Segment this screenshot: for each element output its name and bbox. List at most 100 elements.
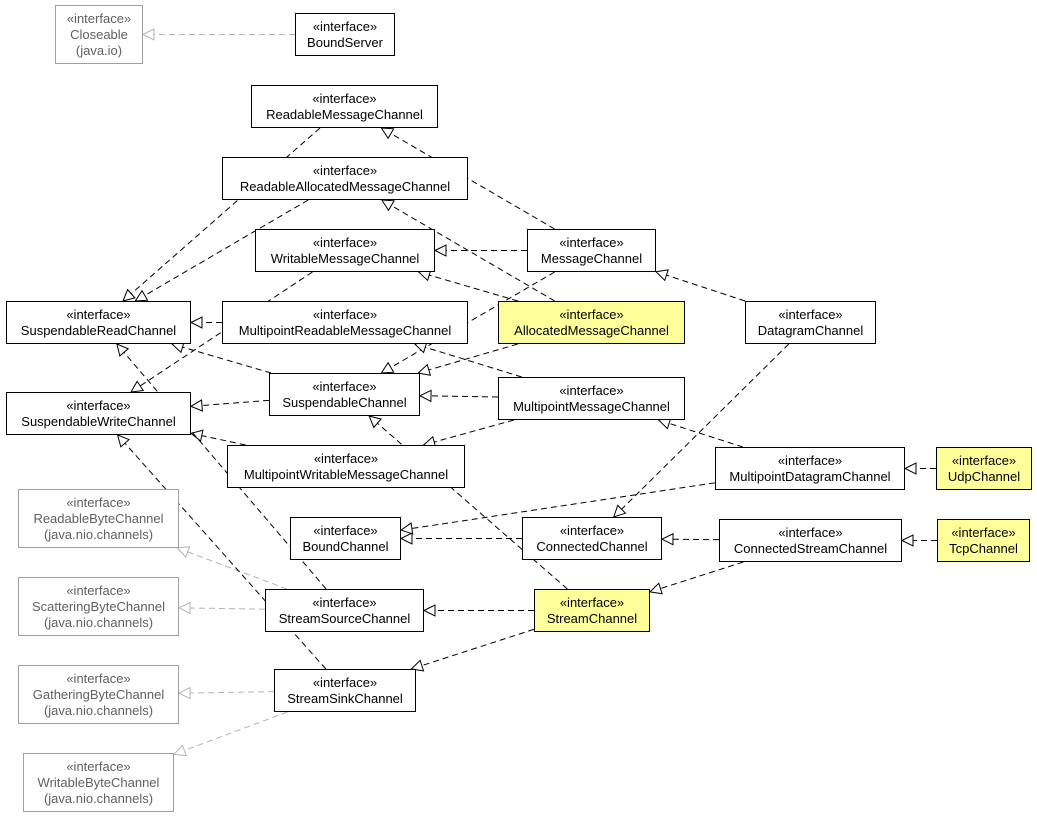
node-name: StreamSourceChannel (278, 610, 411, 626)
node-stereotype: «interface» (778, 524, 843, 540)
node-name: ReadableAllocatedMessageChannel (239, 178, 451, 194)
realization-edge-readableallocatedmessagechannel-to-suspendablereadchannel (134, 199, 309, 302)
edge-arrowhead (422, 604, 436, 617)
node-name: MultipointReadableMessageChannel (238, 322, 452, 338)
interface-node-boundchannel[interactable]: «interface»BoundChannel (290, 517, 401, 560)
node-name: BoundChannel (302, 538, 389, 554)
node-name: DatagramChannel (757, 322, 864, 338)
edge-line (390, 133, 555, 230)
interface-node-streamchannel[interactable]: «interface»StreamChannel (534, 589, 650, 632)
interface-node-allocatedmessagechannel[interactable]: «interface»AllocatedMessageChannel (498, 301, 685, 344)
realization-edge-tcpchannel-to-connectedstreamchannel (900, 534, 937, 547)
edge-line (391, 205, 555, 302)
node-stereotype: «interface» (312, 234, 378, 250)
realization-edge-streamsinkchannel-to-writablebytechannel (172, 711, 288, 757)
edge-line (182, 346, 272, 374)
interface-node-writablemessagechannel[interactable]: «interface»WritableMessageChannel (255, 229, 435, 272)
node-name: StreamChannel (546, 610, 638, 626)
realization-edge-suspendablechannel-to-suspendablewritechannel (189, 399, 270, 412)
edge-arrowhead (380, 361, 395, 374)
node-name: BoundServer (307, 34, 383, 50)
edge-line (621, 343, 790, 510)
node-name: UdpChannel (947, 468, 1021, 484)
interface-node-readablemessagechannel[interactable]: «interface»ReadableMessageChannel (251, 85, 438, 128)
edge-arrowhead (189, 429, 204, 442)
node-stereotype: «interface» (951, 524, 1016, 540)
interface-node-udpchannel[interactable]: «interface»UdpChannel (936, 447, 1032, 490)
edge-arrowhead (654, 269, 669, 282)
realization-edge-multipointmessagechannel-to-suspendablechannel (418, 389, 499, 403)
node-stereotype: «interface» (66, 494, 131, 510)
edge-arrowhead (648, 582, 663, 595)
interface-node-suspendablewritechannel[interactable]: «interface»SuspendableWriteChannel (6, 392, 191, 435)
edge-line (411, 482, 716, 529)
interface-node-suspendablechannel[interactable]: «interface»SuspendableChannel (269, 373, 420, 416)
realization-edge-multipointreadablemessagechannel-to-suspendablereadchannel (189, 316, 222, 329)
edge-arrowhead (189, 316, 203, 329)
edge-arrowhead (116, 343, 130, 357)
realization-edge-connectedchannel-to-boundchannel (399, 532, 522, 545)
edge-arrowhead (399, 522, 414, 535)
interface-node-suspendablereadchannel[interactable]: «interface»SuspendableReadChannel (6, 301, 191, 344)
node-stereotype: «interface» (777, 452, 843, 468)
node-stereotype: «interface» (312, 162, 378, 178)
node-stereotype: «interface» (559, 594, 625, 610)
interface-node-multipointwritablemessagechannel[interactable]: «interface»MultipointWritableMessageChan… (227, 445, 465, 488)
edge-line (425, 346, 522, 378)
edge-arrowhead (399, 532, 413, 545)
edge-line (144, 199, 309, 296)
edge-arrowhead (116, 434, 130, 448)
realization-edge-streamchannel-to-streamsourcechannel (422, 604, 534, 617)
edge-line (189, 607, 266, 610)
interface-node-messagechannel[interactable]: «interface»MessageChannel (527, 229, 656, 272)
edge-arrowhead (130, 380, 145, 393)
node-name: MultipointDatagramChannel (729, 468, 891, 484)
edge-line (428, 343, 518, 371)
node-name: Closeable (70, 26, 128, 42)
interface-node-closeable[interactable]: «interface»Closeable(java.io) (55, 5, 143, 64)
realization-edge-datagramchannel-to-connectedchannel (612, 343, 790, 518)
node-stereotype: «interface» (66, 670, 131, 686)
node-name: TcpChannel (949, 540, 1018, 556)
interface-node-boundserver[interactable]: «interface»BoundServer (295, 13, 395, 56)
interface-node-datagramchannel[interactable]: «interface»DatagramChannel (745, 301, 876, 344)
edge-arrowhead (172, 744, 187, 757)
interface-node-multipointreadablemessagechannel[interactable]: «interface»MultipointReadableMessageChan… (222, 301, 468, 344)
edge-arrowhead (177, 686, 191, 700)
edge-line (390, 271, 555, 368)
edge-arrowhead (134, 289, 149, 302)
node-stereotype: «interface» (559, 306, 624, 322)
interface-node-streamsinkchannel[interactable]: «interface»StreamSinkChannel (274, 669, 416, 712)
edge-line (187, 551, 288, 590)
edge-arrowhead (380, 199, 395, 212)
node-name: GatheringByteChannel (32, 686, 165, 702)
interface-node-gatheringbytechannel[interactable]: «interface»GatheringByteChannel(java.nio… (18, 665, 179, 724)
realization-edge-allocatedmessagechannel-to-suspendablechannel (417, 343, 518, 376)
edge-line (189, 691, 275, 694)
node-name: MultipointMessageChannel (513, 398, 670, 414)
interface-node-tcpchannel[interactable]: «interface»TcpChannel (937, 519, 1030, 562)
interface-node-streamsourcechannel[interactable]: «interface»StreamSourceChannel (265, 589, 424, 632)
edge-arrowhead (141, 28, 155, 41)
edge-arrowhead (433, 244, 447, 257)
interface-node-writablebytechannel[interactable]: «interface»WritableByteChannel(java.nio.… (23, 753, 174, 812)
node-name: MultipointWritableMessageChannel (243, 466, 449, 482)
realization-edge-multipointwritablemessagechannel-to-suspendablewritechannel (189, 429, 246, 446)
edge-arrowhead (189, 399, 203, 412)
node-package: (java.nio.channels) (43, 526, 154, 542)
interface-node-readableallocatedmessagechannel[interactable]: «interface»ReadableAllocatedMessageChann… (222, 157, 468, 200)
interface-node-connectedchannel[interactable]: «interface»ConnectedChannel (522, 517, 662, 560)
interface-node-connectedstreamchannel[interactable]: «interface»ConnectedStreamChannel (719, 519, 902, 562)
node-stereotype: «interface» (66, 758, 131, 774)
node-stereotype: «interface» (559, 234, 624, 250)
interface-node-multipointdatagramchannel[interactable]: «interface»MultipointDatagramChannel (715, 447, 905, 490)
node-name: ReadableMessageChannel (266, 106, 423, 122)
realization-edge-streamsinkchannel-to-gatheringbytechannel (177, 686, 275, 700)
interface-node-scatteringbytechannel[interactable]: «interface»ScatteringByteChannel(java.ni… (18, 577, 179, 636)
edge-arrowhead (410, 659, 425, 672)
realization-edge-messagechannel-to-writablemessagechannel (433, 244, 527, 257)
interface-node-readablebytechannel[interactable]: «interface»ReadableByteChannel(java.nio.… (18, 489, 179, 548)
interface-node-multipointmessagechannel[interactable]: «interface»MultipointMessageChannel (498, 377, 685, 420)
edge-arrowhead (176, 546, 191, 558)
